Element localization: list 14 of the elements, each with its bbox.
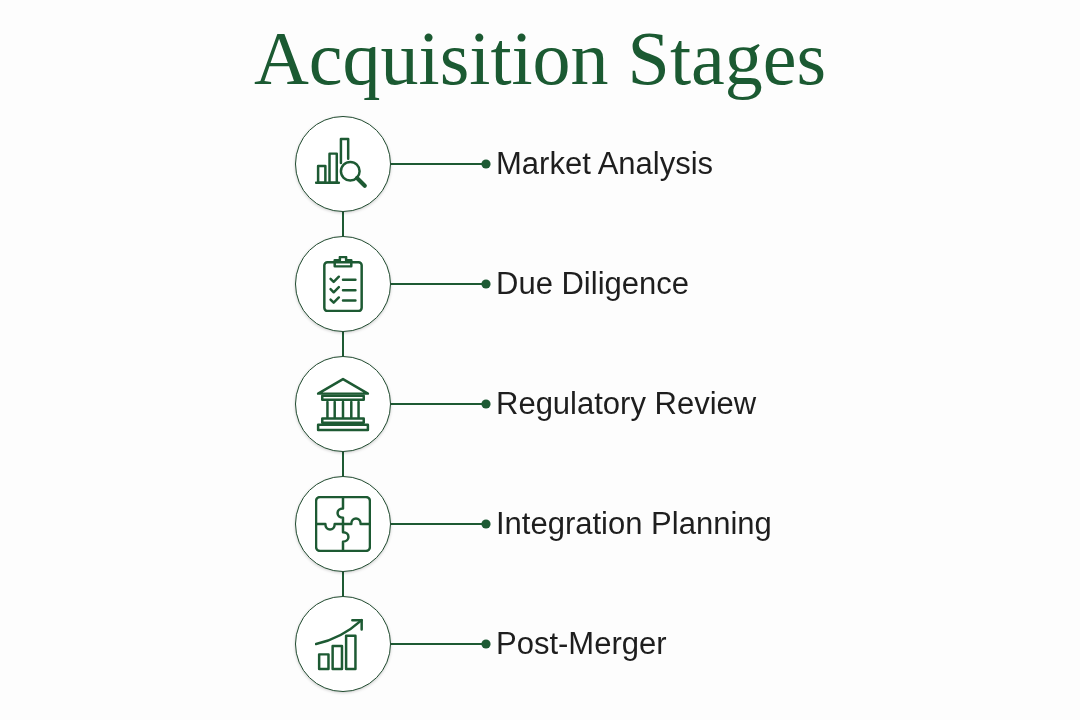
stage-label: Regulatory Review — [496, 385, 757, 423]
dot-connector-line — [390, 519, 491, 529]
connector-line — [342, 451, 344, 477]
connector-line — [342, 571, 344, 597]
stage-label: Integration Planning — [496, 505, 772, 543]
connector-line — [342, 331, 344, 357]
dot-connector-line — [390, 279, 491, 289]
dot-connector-line — [390, 159, 491, 169]
dot-connector-line — [390, 639, 491, 649]
dot-connector-line — [390, 399, 491, 409]
stage-label: Due Diligence — [496, 265, 689, 303]
connector-line — [342, 211, 344, 237]
stage-label: Market Analysis — [496, 145, 714, 183]
stage-label: Post-Merger — [496, 625, 667, 663]
